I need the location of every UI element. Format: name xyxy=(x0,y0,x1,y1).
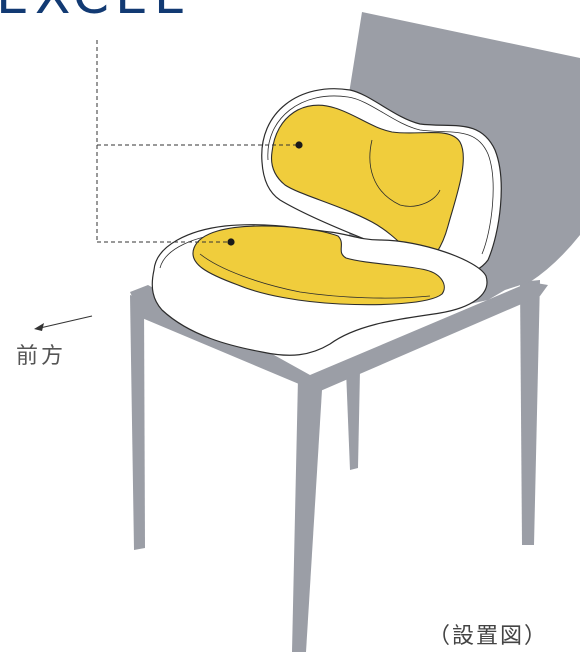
seat-pad-callout-dot xyxy=(227,238,234,245)
front-arrow-shaft xyxy=(40,316,92,328)
figure-caption: （設置図） xyxy=(428,624,548,650)
front-arrow-icon xyxy=(34,323,44,331)
back-pad-callout-dot xyxy=(295,141,302,148)
chair-front-leg-right xyxy=(292,378,322,652)
chair-front-leg-left xyxy=(130,295,145,550)
front-direction-label: 前方 xyxy=(16,344,66,370)
brand-logo: EXCEL xyxy=(0,0,189,22)
chair-back-leg-right xyxy=(520,280,540,545)
chair-back-leg-left xyxy=(346,370,360,470)
